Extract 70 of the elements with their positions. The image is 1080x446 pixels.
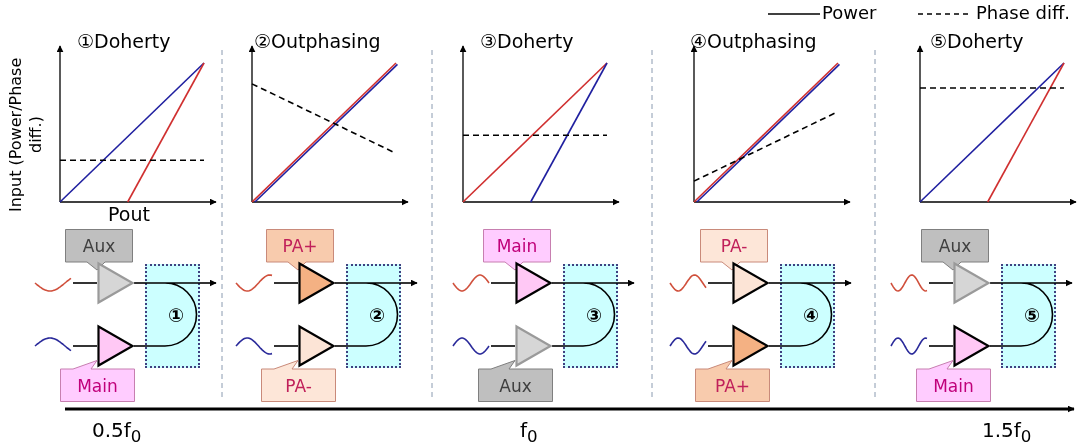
callout-label: PA- — [700, 229, 768, 271]
connector-line — [273, 282, 299, 284]
amplifier-symbol — [97, 262, 134, 304]
axis-label: Input (Power/Phase diff.) — [6, 56, 46, 215]
sine-wave-symbol — [234, 273, 274, 293]
combiner-box: ① — [145, 264, 200, 368]
panel-title: ⑤Doherty — [930, 30, 1024, 52]
connector-line — [928, 345, 954, 347]
connector-line — [133, 345, 146, 347]
connector-line — [490, 345, 516, 347]
combiner-box: ② — [346, 264, 401, 368]
sine-wave-symbol — [889, 336, 929, 356]
axis-label: Pout — [108, 203, 150, 225]
connector-line — [72, 345, 98, 347]
amplifier-symbol — [732, 325, 769, 367]
legend-label: Phase diff. — [976, 2, 1071, 23]
frequency-label: 0.5f$_{0}$ — [92, 418, 142, 446]
connector-line — [334, 345, 347, 347]
amplifier-symbol — [953, 325, 990, 367]
amplifier-symbol — [298, 262, 335, 304]
amplifier-symbol — [953, 262, 990, 304]
callout-label: PA- — [261, 360, 336, 402]
amplifier-symbol — [515, 325, 552, 367]
connector-line — [768, 345, 781, 347]
amplifier-symbol — [732, 262, 769, 304]
connector-line — [989, 282, 1002, 284]
sine-wave-symbol — [451, 336, 491, 356]
sine-wave-symbol — [451, 273, 491, 293]
arrow — [1055, 279, 1073, 287]
panel-title: ②Outphasing — [254, 30, 381, 52]
sine-wave-symbol — [234, 336, 274, 356]
panel-title: ④Outphasing — [690, 30, 817, 52]
sine-wave-symbol — [668, 273, 708, 293]
connector-line — [707, 282, 733, 284]
amplifier-symbol — [97, 325, 134, 367]
panel-title: ③Doherty — [480, 30, 574, 52]
callout-label: Aux — [65, 229, 133, 271]
connector-line — [768, 282, 781, 284]
callout-label: Aux — [478, 360, 553, 402]
connector-line — [551, 345, 564, 347]
callout-label: Main — [60, 360, 135, 402]
panel-title: ①Doherty — [77, 30, 171, 52]
connector-line — [273, 345, 299, 347]
sine-wave-symbol — [889, 273, 929, 293]
connector-line — [72, 282, 98, 284]
frequency-label: 1.5f$_{0}$ — [982, 418, 1032, 446]
sine-wave-symbol — [668, 336, 708, 356]
callout-label: Main — [483, 229, 551, 271]
arrow — [617, 279, 635, 287]
connector-line — [928, 282, 954, 284]
arrow — [400, 279, 418, 287]
callout-label: PA+ — [266, 229, 334, 271]
arrow — [834, 279, 852, 287]
amplifier-symbol — [298, 325, 335, 367]
frequency-label: f$_{0}$ — [520, 418, 538, 446]
arrow — [199, 279, 217, 287]
legend-label: Power — [822, 2, 877, 23]
combiner-box: ③ — [563, 264, 618, 368]
combiner-box: ④ — [780, 264, 835, 368]
callout-label: PA+ — [695, 360, 770, 402]
connector-line — [133, 282, 146, 284]
connector-line — [707, 345, 733, 347]
callout-label: Main — [916, 360, 991, 402]
combiner-box: ⑤ — [1001, 264, 1056, 368]
callout-label: Aux — [921, 229, 989, 271]
connector-line — [551, 282, 564, 284]
amplifier-symbol — [515, 262, 552, 304]
connector-line — [490, 282, 516, 284]
connector-line — [334, 282, 347, 284]
connector-line — [989, 345, 1002, 347]
